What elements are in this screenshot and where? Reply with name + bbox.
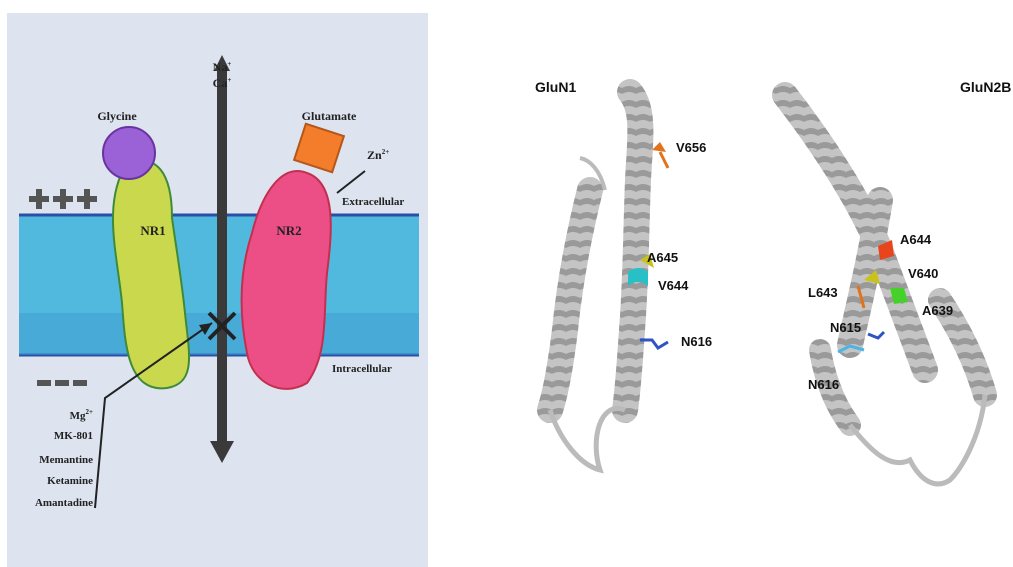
- glun2b-n615-label: N615: [830, 320, 861, 335]
- glun2b-n616-label: N616: [808, 377, 839, 392]
- nr1-label: NR1: [140, 223, 165, 238]
- mk801-label: MK-801: [54, 430, 93, 442]
- glycine-label: Glycine: [97, 109, 137, 123]
- glun2b-a639-label: A639: [922, 303, 953, 318]
- glun1-n616-label: N616: [681, 334, 712, 349]
- glun1-a645-label: A645: [647, 250, 678, 265]
- memantine-label: Memantine: [39, 454, 93, 466]
- glun1-n616-sidechain: [640, 340, 668, 348]
- glun2b-a644-label: A644: [900, 232, 932, 247]
- glun1-loop: [550, 408, 625, 470]
- glun2b-title: GluN2B: [960, 79, 1011, 95]
- ketamine-label: Ketamine: [47, 475, 93, 487]
- glycine-ligand: [103, 127, 155, 179]
- glun2b-n615-sidechain: [868, 332, 884, 338]
- glun1-structure: GluN1 V656 A645 V644 N616: [535, 79, 712, 470]
- glun1-helix-left: [550, 190, 590, 410]
- positive-charges-icon: [29, 189, 97, 209]
- glun2b-loop: [850, 395, 985, 484]
- glun1-v656-marker: [652, 142, 666, 152]
- nmda-receptor-drawing: Na+ Ca+ Glycine Glutamate Zn2+ NR1 NR2 E…: [7, 13, 428, 567]
- glun1-title: GluN1: [535, 79, 576, 95]
- amantadine-label: Amantadine: [35, 497, 93, 509]
- receptor-diagram-svg: Na+ Ca+ Glycine Glutamate Zn2+ NR1 NR2 E…: [7, 13, 428, 567]
- glutamate-label: Glutamate: [302, 109, 357, 123]
- ribbon-structures: GluN1 V656 A645 V644 N616 GluN2B A644 V6…: [440, 0, 1013, 567]
- glun1-helix-right: [625, 92, 640, 410]
- glun1-v656-sidechain: [660, 152, 668, 168]
- glun2b-l643-label: L643: [808, 285, 838, 300]
- ion-channel-arrow: [217, 69, 227, 443]
- glun2b-structure: GluN2B A644 V640 L643 A639 N615 N616: [785, 79, 1011, 484]
- glun1-v656-label: V656: [676, 140, 706, 155]
- extracellular-label: Extracellular: [342, 196, 404, 208]
- glun2b-v640-label: V640: [908, 266, 938, 281]
- negative-charges-icon: [37, 380, 87, 386]
- intracellular-label: Intracellular: [332, 363, 392, 375]
- glun1-v644-label: V644: [658, 278, 689, 293]
- nr2-label: NR2: [276, 223, 301, 238]
- ribbon-structures-svg: GluN1 V656 A645 V644 N616 GluN2B A644 V6…: [440, 0, 1013, 567]
